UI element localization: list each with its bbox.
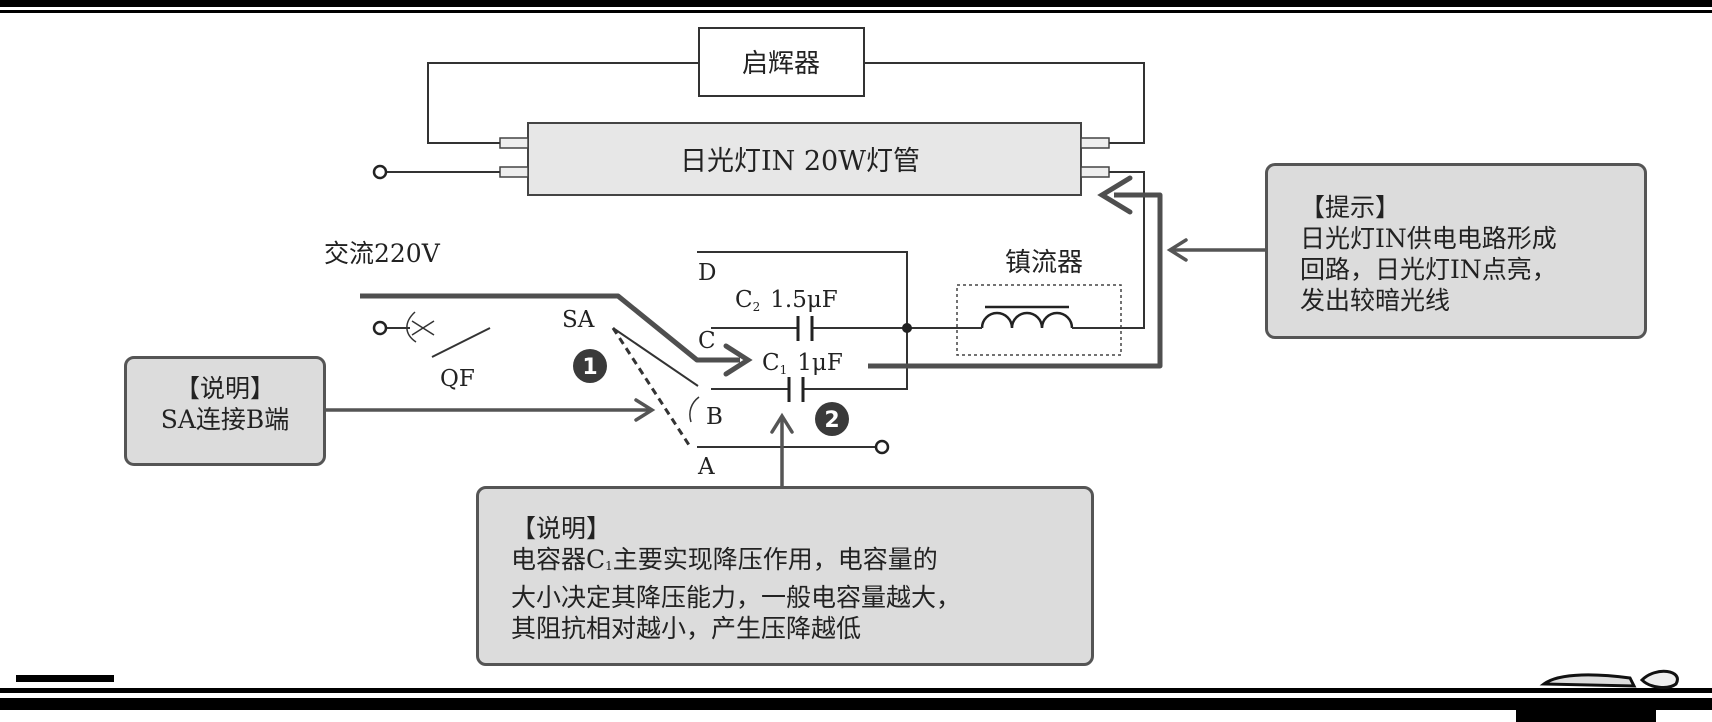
svg-text:2: 2 — [824, 408, 839, 433]
bottom-left-mark — [16, 675, 114, 682]
capacitor-c1-symbol — [787, 377, 805, 402]
terminal-b-label: B — [706, 404, 723, 430]
switch-qf-label: QF — [440, 366, 475, 392]
terminal-c-label: C — [698, 328, 716, 354]
supply-label: 交流220V — [324, 239, 441, 268]
starter-label: 启辉器 — [742, 49, 820, 79]
marker-1: 1 — [573, 349, 607, 383]
callout-title: 【说明】 — [511, 514, 612, 543]
callout-text-line1: 日光灯IN供电电路形成 — [1300, 224, 1557, 253]
callout-text: SA连接B端 — [160, 405, 290, 434]
wires — [386, 62, 1145, 448]
callout-arrows — [324, 238, 1267, 488]
callout-text-line3: 其阻抗相对越小，产生压降越低 — [511, 614, 862, 643]
terminal-d-label: D — [698, 260, 716, 286]
tube-pin-right-top — [1080, 137, 1110, 149]
terminal-bottom-left — [372, 320, 388, 336]
tube-pin-right-bottom — [1080, 166, 1110, 178]
tube-pin-left-bottom — [499, 166, 529, 178]
junction-dot — [902, 323, 912, 333]
switch-sa-label: SA — [562, 307, 595, 333]
callout-text-line2: 回路，日光灯IN点亮， — [1300, 255, 1557, 284]
bottom-border-bar — [0, 698, 1712, 710]
current-path — [360, 192, 1163, 369]
current-path-arrowheads — [723, 175, 1133, 377]
terminal-a-label: A — [697, 454, 715, 480]
bottom-right-mark — [1516, 710, 1656, 722]
callout-text-line3: 发出较暗光线 — [1300, 286, 1451, 315]
bottom-border-thin — [0, 688, 1712, 693]
ballast: 镇流器 — [956, 248, 1122, 356]
marker-2: 2 — [815, 402, 849, 436]
starter-box: 启辉器 — [698, 27, 865, 97]
terminal-a-end — [874, 439, 890, 455]
callout-title: 【提示】 — [1300, 193, 1401, 222]
svg-text:1: 1 — [582, 355, 597, 380]
callout-sa-note: 【说明】 SA连接B端 — [124, 356, 326, 466]
ballast-label: 镇流器 — [1005, 248, 1083, 278]
tube: 日光灯IN 20W灯管 — [499, 122, 1110, 196]
capacitor-c2-symbol — [796, 316, 814, 341]
terminal-top-left — [372, 164, 388, 180]
callout-tip-note: 【提示】 日光灯IN供电电路形成 回路，日光灯IN点亮， 发出较暗光线 — [1265, 163, 1647, 339]
callout-text-line1: 电容器C1主要实现降压作用，电容量的 — [511, 545, 938, 574]
tube-pin-left-top — [499, 137, 529, 149]
top-border-thin — [0, 10, 1712, 13]
top-border-bar — [0, 0, 1712, 7]
page-curl-decoration — [1539, 669, 1679, 689]
callout-text-line2: 大小决定其降压能力，一般电容量越大， — [511, 583, 962, 612]
callout-title: 【说明】 — [174, 374, 275, 403]
callout-capacitor-note: 【说明】 电容器C1主要实现降压作用，电容量的 大小决定其降压能力，一般电容量越… — [476, 486, 1094, 666]
tube-label: 日光灯IN 20W灯管 — [680, 146, 920, 177]
